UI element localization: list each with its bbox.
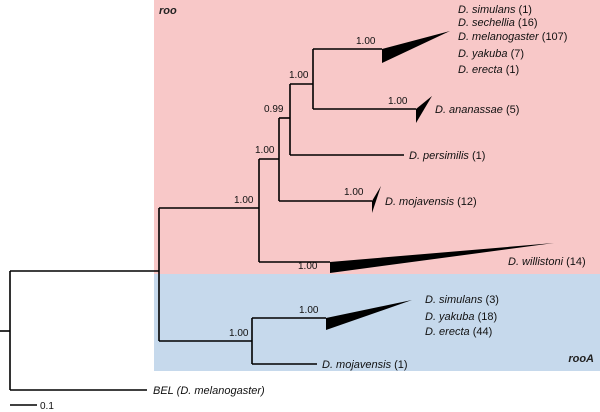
support-value: 1.00 (388, 96, 408, 107)
tip-label: D. simulans (1) (458, 4, 532, 16)
tip-label-persimilis: D. persimilis (1) (409, 150, 485, 162)
rooA-group-label: rooA (568, 353, 594, 365)
tip-label-outgroup: BEL (D. melanogaster) (153, 385, 265, 397)
support-value: 1.00 (344, 187, 364, 198)
support-value: 1.00 (298, 261, 318, 272)
support-value: 1.00 (255, 145, 275, 156)
tip-label: D. erecta (1) (458, 64, 519, 76)
support-value: 0.99 (264, 104, 284, 115)
tip-label-mojavensis: D. mojavensis (12) (385, 196, 477, 208)
tip-label: D. erecta (44) (425, 326, 492, 338)
tip-label: D. melanogaster (107) (458, 31, 567, 43)
tip-label-rooA-mojavensis: D. mojavensis (1) (322, 359, 408, 371)
rooA-group-labels: D. simulans (3) D. yakuba (18) D. erecta… (425, 294, 499, 338)
ananassae-triangle (416, 96, 432, 123)
rooA-clade-background (154, 274, 600, 371)
melanogaster-group-labels: D. simulans (1) D. sechellia (16) D. mel… (458, 4, 567, 76)
tree-branches (0, 48, 416, 406)
scale-bar-label: 0.1 (40, 401, 54, 412)
tip-label-willistoni: D. willistoni (14) (508, 256, 586, 268)
tip-label: D. yakuba (18) (425, 311, 497, 323)
support-value: 1.00 (356, 36, 376, 47)
collapsed-clades (326, 31, 554, 330)
roo-group-label: roo (159, 5, 177, 17)
rooA-group-triangle (326, 300, 412, 330)
support-value: 1.00 (229, 328, 249, 339)
mojavensis-triangle (372, 186, 381, 213)
melanogaster-group-triangle (382, 31, 450, 63)
support-values: 1.00 1.00 0.99 1.00 1.00 1.00 1.00 1.00 … (229, 36, 408, 339)
support-value: 1.00 (299, 305, 319, 316)
tip-label: D. yakuba (7) (458, 48, 524, 60)
support-value: 1.00 (289, 70, 309, 81)
tip-label-ananassae: D. ananassae (5) (435, 104, 519, 116)
tip-label: D. simulans (3) (425, 294, 499, 306)
tip-label: D. sechellia (16) (458, 17, 537, 29)
roo-clade-background (154, 0, 600, 274)
willistoni-triangle (330, 243, 554, 273)
support-value: 1.00 (234, 195, 254, 206)
